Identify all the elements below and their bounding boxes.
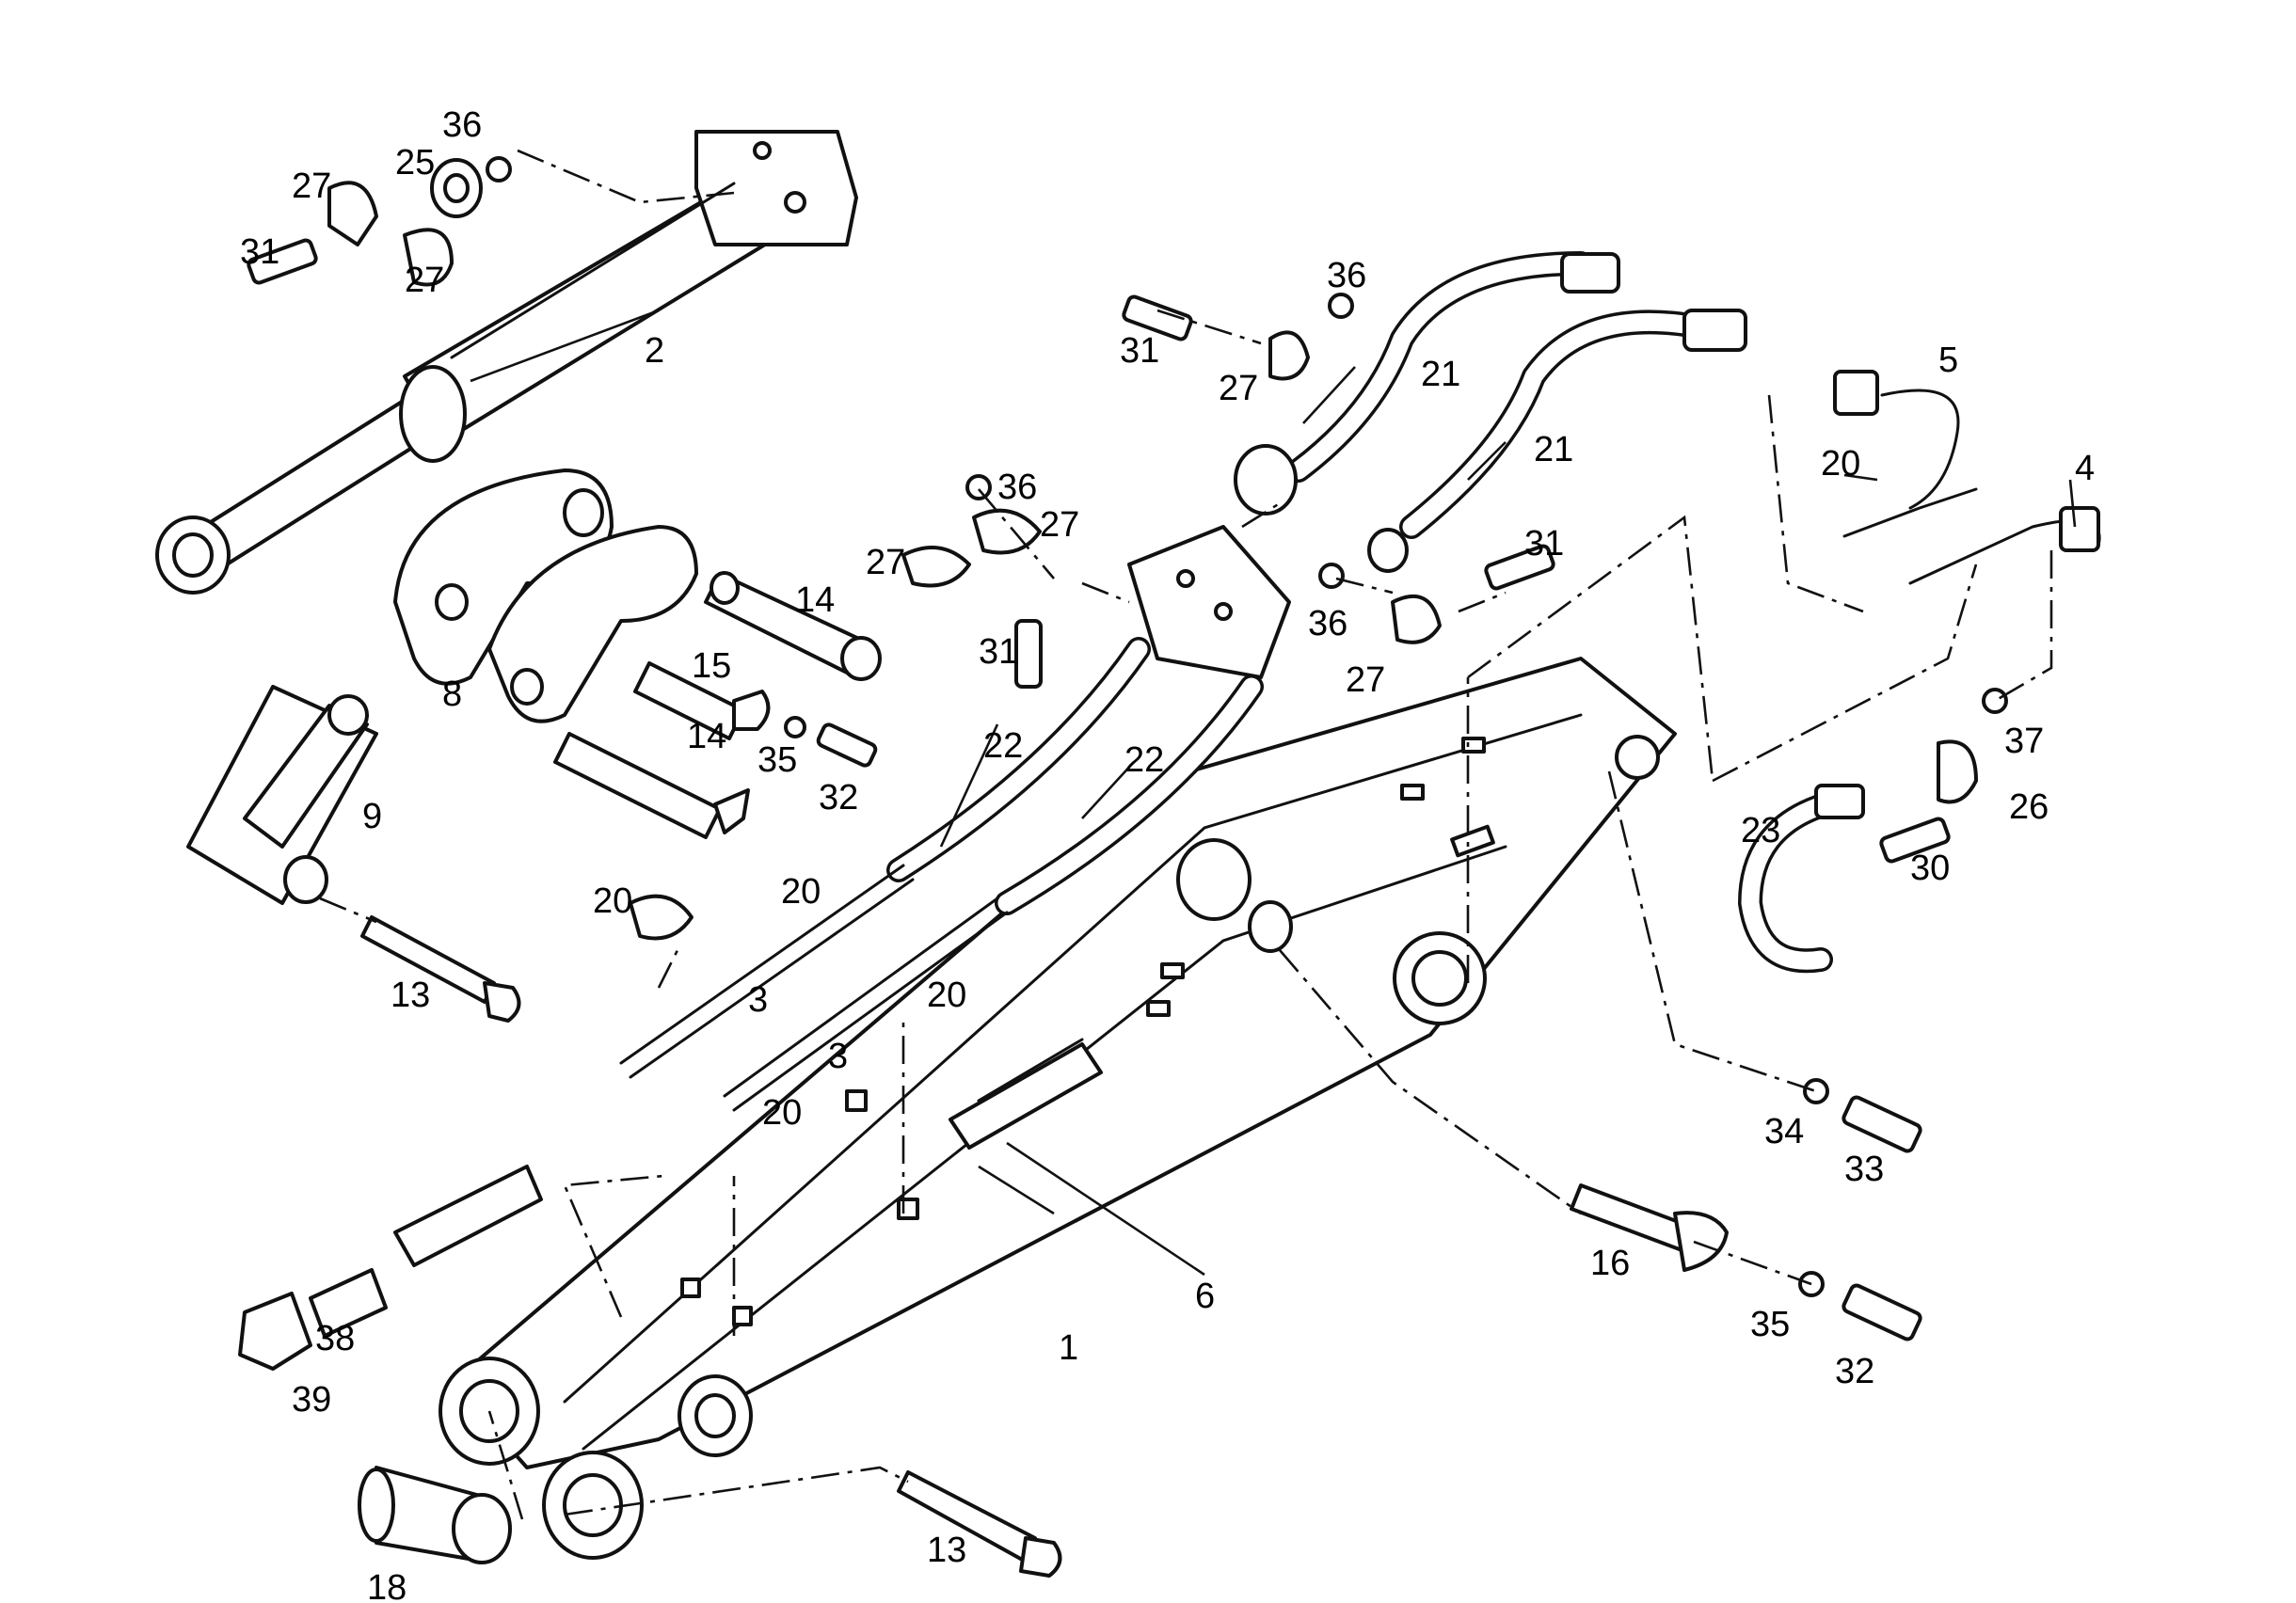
label-part-27-a: 27: [292, 167, 331, 206]
label-part-31-c: 31: [1524, 524, 1564, 563]
label-part-27-d: 27: [1040, 505, 1079, 545]
label-part-33: 33: [1844, 1150, 1884, 1189]
hose-part-21-upper[interactable]: [1234, 251, 1620, 516]
label-part-37: 37: [2004, 722, 2044, 761]
label-part-3-lower: 3: [828, 1037, 848, 1076]
label-part-27-e: 27: [866, 543, 905, 582]
hose-part-22-right[interactable]: [995, 675, 1264, 915]
label-part-9: 9: [362, 797, 382, 836]
part-labels: 1 2 3 3 4 5 6 8 9 13 13 14 14 15 16 18 2…: [240, 105, 2095, 1603]
label-part-4: 4: [2075, 449, 2095, 488]
label-part-3-upper: 3: [748, 980, 768, 1020]
label-part-22-left: 22: [983, 726, 1023, 766]
label-part-36-d: 36: [1308, 604, 1347, 643]
label-part-13-lower: 13: [927, 1531, 966, 1570]
pin-part-15[interactable]: [633, 661, 771, 740]
pipe-part-3-right[interactable]: [723, 897, 1009, 1112]
label-part-21-lower: 21: [1534, 430, 1573, 469]
label-part-25: 25: [395, 143, 435, 183]
label-part-36-a: 36: [442, 105, 482, 145]
pipe-part-5[interactable]: [1833, 370, 1978, 538]
label-part-20-d: 20: [762, 1093, 802, 1133]
bushing-part-18[interactable]: [358, 1466, 512, 1564]
label-part-23: 23: [1741, 811, 1780, 850]
label-part-2: 2: [645, 331, 664, 371]
label-part-34: 34: [1764, 1112, 1804, 1151]
label-part-27-f: 27: [1346, 660, 1385, 700]
label-part-35-b: 35: [1750, 1305, 1790, 1344]
label-part-5: 5: [1938, 341, 1958, 380]
label-part-8: 8: [442, 675, 462, 714]
label-part-15: 15: [692, 646, 731, 686]
pin-part-16[interactable]: [1570, 1183, 1729, 1272]
clamp-parts[interactable]: [327, 158, 1978, 941]
label-part-21-upper: 21: [1421, 355, 1460, 394]
link-bracket-part-9[interactable]: [186, 685, 378, 905]
label-part-1: 1: [1059, 1328, 1078, 1368]
pin-part-14-upper[interactable]: [704, 571, 882, 681]
label-part-31-b: 31: [1120, 331, 1159, 371]
label-part-20-e: 20: [1821, 444, 1860, 484]
hose-part-22-left[interactable]: [886, 637, 1151, 882]
pin-part-13-lower[interactable]: [897, 1470, 1062, 1578]
label-part-30: 30: [1910, 849, 1950, 888]
label-part-32-a: 32: [819, 778, 858, 817]
pin-part-13-upper[interactable]: [360, 915, 521, 1023]
label-part-13-upper: 13: [391, 976, 430, 1015]
connector-part-6[interactable]: [949, 1038, 1103, 1150]
label-part-20-c: 20: [927, 976, 966, 1015]
label-part-14-lower: 14: [687, 717, 726, 756]
bolts[interactable]: [247, 238, 1951, 1341]
fittings-parts-38-39[interactable]: [238, 1165, 543, 1371]
label-part-31-a: 31: [240, 232, 279, 272]
label-part-6: 6: [1195, 1277, 1215, 1316]
label-part-20-b: 20: [781, 872, 821, 912]
label-part-36-c: 36: [997, 468, 1037, 507]
label-part-14-upper: 14: [795, 580, 835, 620]
label-part-20-a: 20: [593, 881, 632, 921]
pin-part-14-lower[interactable]: [553, 732, 750, 839]
label-part-31-d: 31: [979, 632, 1018, 672]
label-part-18: 18: [367, 1568, 407, 1603]
label-part-36-b: 36: [1327, 256, 1366, 295]
pipe-part-4[interactable]: [1908, 506, 2101, 585]
hydraulic-cylinder-part-2[interactable]: [155, 130, 858, 595]
pipe-part-3-left[interactable]: [619, 864, 915, 1079]
label-part-16: 16: [1590, 1244, 1630, 1283]
hose-part-23[interactable]: [1738, 784, 1865, 974]
centerlines: [319, 149, 2053, 1520]
leader-lines: [470, 309, 2077, 1277]
label-part-39: 39: [292, 1380, 331, 1420]
label-part-27-c: 27: [1219, 369, 1258, 408]
label-part-38: 38: [315, 1319, 355, 1358]
label-part-32-b: 32: [1835, 1352, 1874, 1391]
label-part-26: 26: [2009, 787, 2049, 827]
valve-block[interactable]: [1127, 525, 1291, 679]
link-bracket-part-8[interactable]: [393, 468, 698, 723]
hose-part-21-lower[interactable]: [1367, 309, 1747, 573]
label-part-27-b: 27: [405, 261, 444, 300]
label-part-35-a: 35: [757, 740, 797, 780]
label-part-22-right: 22: [1124, 740, 1164, 780]
